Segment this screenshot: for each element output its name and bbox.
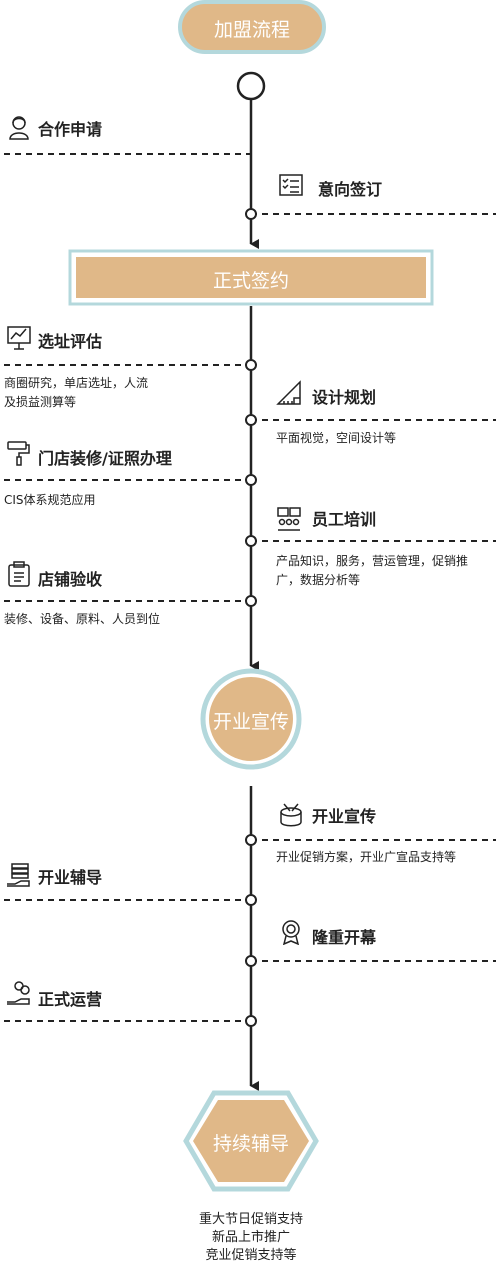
node-ceremony bbox=[245, 955, 257, 967]
drum-icon bbox=[278, 802, 304, 828]
node-training bbox=[245, 535, 257, 547]
opening-title: 开业宣传 bbox=[212, 711, 289, 733]
node-design bbox=[245, 414, 257, 426]
checklist-icon bbox=[278, 172, 304, 198]
step-promotion-desc-1: 开业促销方案，开业广宣品支持等 bbox=[276, 850, 457, 864]
step-site-label: 选址评估 bbox=[38, 332, 103, 351]
sign-title: 正式签约 bbox=[212, 270, 289, 292]
node-store bbox=[245, 474, 257, 486]
hand-stack-icon bbox=[6, 862, 32, 888]
continuing-hexagon bbox=[193, 1100, 309, 1182]
start-title: 加盟流程 bbox=[213, 19, 290, 41]
step-site-desc-2: 及损益测算等 bbox=[4, 395, 77, 409]
final-note-1: 重大节日促销支持 bbox=[198, 1212, 303, 1227]
clipboard-icon bbox=[6, 561, 32, 587]
paint-roller-icon bbox=[6, 440, 32, 466]
step-site-desc-1: 商圈研究，单店选址，人流 bbox=[4, 376, 149, 390]
final-note-2: 新品上市推广 bbox=[211, 1230, 290, 1245]
start-node bbox=[236, 71, 266, 101]
step-apply-label: 合作申请 bbox=[38, 120, 103, 139]
step-operation-label: 正式运营 bbox=[38, 990, 103, 1009]
node-intent bbox=[245, 208, 257, 220]
step-design-label: 设计规划 bbox=[312, 388, 377, 407]
step-intent-label: 意向签订 bbox=[318, 180, 383, 199]
headset-user-icon bbox=[6, 114, 32, 140]
opening-circle bbox=[209, 677, 293, 761]
step-acceptance-desc-1: 装修、设备、原料、人员到位 bbox=[4, 612, 161, 626]
step-guidance-label: 开业辅导 bbox=[38, 868, 103, 887]
step-ceremony-label: 隆重开幕 bbox=[312, 928, 377, 947]
triangle-ruler-icon bbox=[276, 380, 302, 406]
step-promotion-label: 开业宣传 bbox=[312, 807, 377, 826]
node-guidance bbox=[245, 894, 257, 906]
step-store-label: 门店装修/证照办理 bbox=[38, 449, 172, 468]
node-promotion bbox=[245, 834, 257, 846]
money-hand-icon bbox=[6, 980, 32, 1006]
node-operation bbox=[245, 1015, 257, 1027]
step-design-desc-1: 平面视觉，空间设计等 bbox=[276, 431, 397, 445]
node-acceptance bbox=[245, 595, 257, 607]
step-training-desc-1: 产品知识，服务，营运管理，促销推 bbox=[276, 554, 469, 568]
step-training-label: 员工培训 bbox=[312, 510, 377, 529]
step-training-desc-2: 广，数据分析等 bbox=[276, 573, 361, 587]
continuing-title: 持续辅导 bbox=[212, 1133, 289, 1155]
final-note-3: 竞业促销支持等 bbox=[205, 1248, 297, 1263]
start-pill bbox=[178, 0, 326, 54]
step-store-desc-1: CIS体系规范应用 bbox=[4, 493, 96, 507]
classroom-icon bbox=[276, 506, 302, 532]
connectors bbox=[4, 153, 496, 1022]
award-badge-icon bbox=[278, 919, 304, 945]
node-site bbox=[245, 359, 257, 371]
sign-banner bbox=[76, 257, 426, 298]
chart-board-icon bbox=[6, 325, 32, 351]
step-acceptance-label: 店铺验收 bbox=[38, 570, 103, 589]
